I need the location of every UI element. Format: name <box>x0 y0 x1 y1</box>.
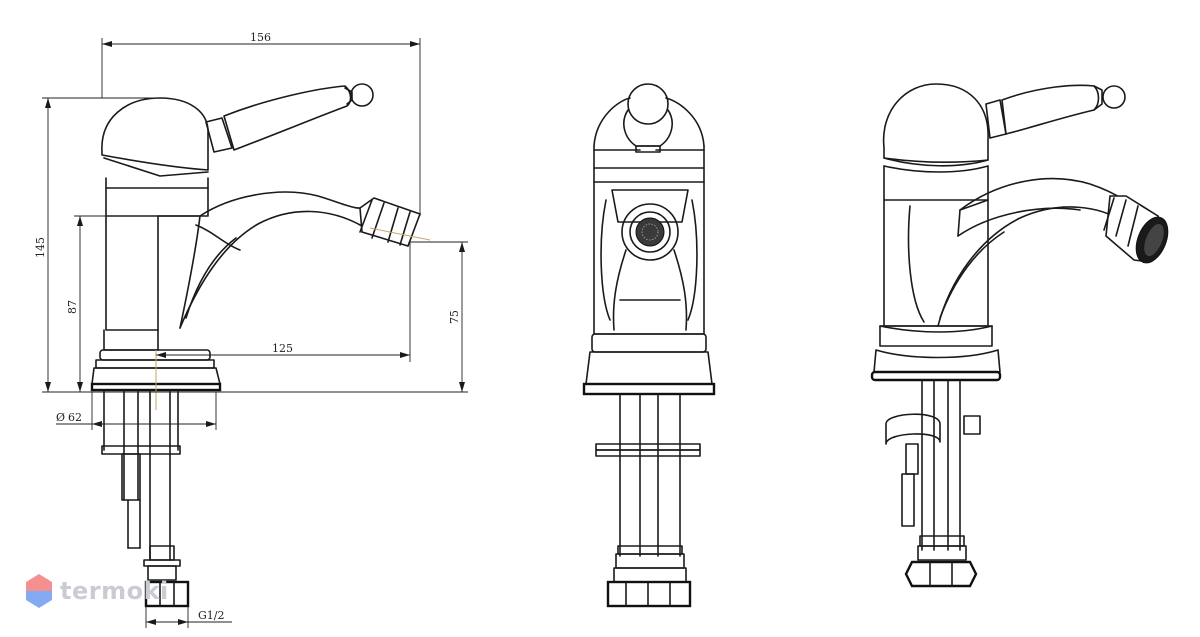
dimension-lines <box>42 38 468 628</box>
front-view <box>582 83 716 608</box>
dim-diameter-symbol: Ø <box>56 411 65 424</box>
dim-spout-height: 87 <box>66 300 79 314</box>
dim-height-total: 145 <box>34 237 47 258</box>
perspective-view <box>870 83 1169 588</box>
watermark-text: termoki <box>60 577 169 605</box>
dim-outlet-height: 75 <box>448 310 461 324</box>
dimension-labels: 156 145 87 75 125 Ø 62 G1/2 <box>34 31 461 622</box>
hexagon-logo-icon <box>26 574 52 608</box>
dim-thread: G1/2 <box>198 609 225 622</box>
dim-width-total: 156 <box>250 31 271 44</box>
dim-base-diameter: 62 <box>68 411 82 424</box>
dim-spout-reach: 125 <box>272 342 293 355</box>
watermark: termoki <box>24 572 169 610</box>
side-view <box>90 83 431 608</box>
